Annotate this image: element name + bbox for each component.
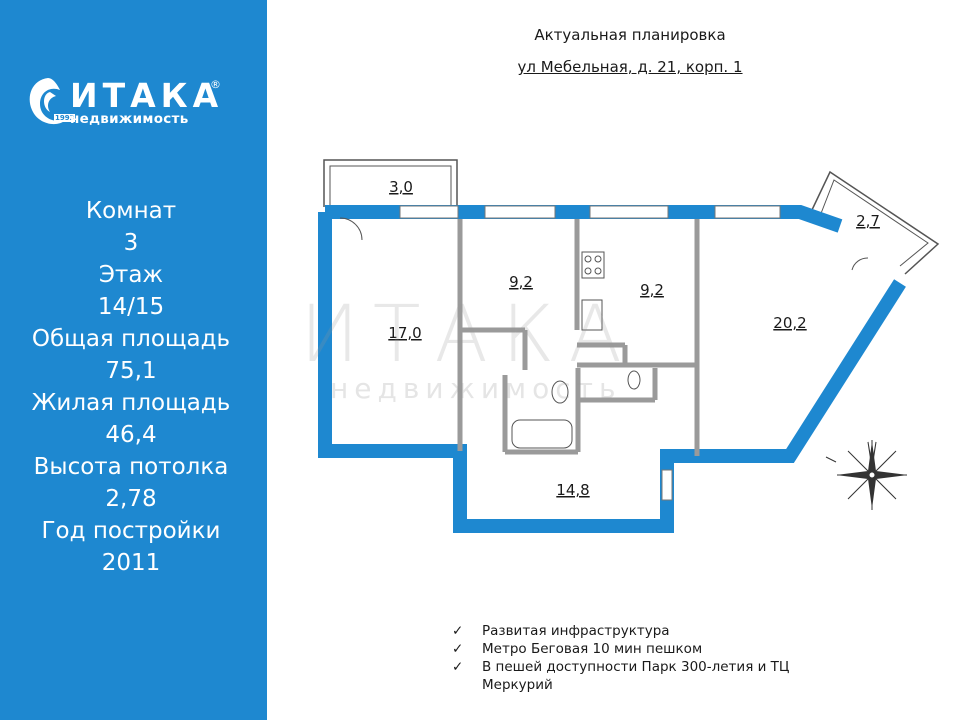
stat-living-area-label: Жилая площадь bbox=[31, 390, 231, 416]
stat-floor-label: Этаж bbox=[98, 262, 164, 288]
feature-text: Метро Беговая 10 мин пешком bbox=[482, 641, 703, 657]
feature-text: Развитая инфраструктура bbox=[482, 623, 670, 639]
logo-year: 1993 bbox=[54, 114, 76, 122]
balcony-right-outline bbox=[810, 170, 940, 275]
area-room-left: 17,0 bbox=[388, 324, 421, 342]
area-room-b: 9,2 bbox=[640, 281, 664, 299]
feature-text: В пешей доступности Парк 300-летия и ТЦ … bbox=[482, 659, 790, 693]
balcony-right-inner bbox=[819, 179, 929, 267]
area-hall: 14,8 bbox=[556, 481, 589, 499]
info-sidebar: ИТАКА ® 1993 недвижимость Комнат 3 Этаж … bbox=[0, 0, 267, 720]
stat-ceiling-label: Высота потолка bbox=[33, 454, 229, 480]
apartment-stats: Комнат 3 Этаж 14/15 Общая площадь 75,1 Ж… bbox=[0, 195, 262, 579]
compass-rose-icon bbox=[825, 440, 907, 510]
toilet-2-icon bbox=[627, 370, 641, 390]
stove-icon bbox=[581, 251, 605, 279]
list-item: ✓ Развитая инфраструктура bbox=[452, 622, 852, 640]
bathtub-icon bbox=[511, 419, 573, 449]
area-room-a: 9,2 bbox=[509, 273, 533, 291]
stat-rooms-label: Комнат bbox=[85, 198, 177, 224]
area-room-right: 20,2 bbox=[773, 314, 806, 332]
feature-list: ✓ Развитая инфраструктура ✓ Метро Беговая … bbox=[452, 622, 852, 694]
door-swing-icon bbox=[339, 217, 363, 241]
fixtures bbox=[339, 217, 869, 449]
stat-total-area-label: Общая площадь bbox=[31, 326, 231, 352]
wave-logo-icon bbox=[29, 78, 66, 125]
outer-walls bbox=[318, 205, 906, 533]
plan-title: Актуальная планировка bbox=[534, 26, 726, 44]
plan-address-text: ул Мебельная, д. 21, корп. 1 bbox=[517, 58, 743, 76]
balcony-left-inner bbox=[329, 165, 452, 207]
list-item: ✓ Метро Беговая 10 мин пешком bbox=[452, 640, 852, 658]
stat-ceiling-value: 2,78 bbox=[105, 486, 157, 512]
logo-subtitle: недвижимость bbox=[70, 111, 189, 127]
area-balcony-right: 2,7 bbox=[856, 212, 880, 230]
window-openings bbox=[399, 205, 781, 501]
list-item: ✓ В пешей доступности Парк 300-летия и ТЦ… bbox=[452, 658, 852, 694]
stat-year-label: Год постройки bbox=[41, 518, 221, 544]
logo-name: ИТАКА bbox=[70, 76, 224, 115]
stat-year-value: 2011 bbox=[101, 550, 161, 576]
balcony-left-outline bbox=[323, 159, 458, 207]
checkmark-icon: ✓ bbox=[452, 659, 464, 675]
area-balcony-left: 3,0 bbox=[389, 178, 413, 196]
toilet-icon bbox=[551, 380, 569, 404]
interior-walls bbox=[457, 219, 700, 456]
plan-address: ул Мебельная, д. 21, корп. 1 bbox=[500, 58, 760, 76]
balconies bbox=[323, 159, 940, 275]
balcony-door-icon bbox=[851, 257, 869, 271]
logo-registered-mark: ® bbox=[210, 78, 221, 91]
stat-floor-value: 14/15 bbox=[97, 294, 165, 320]
stat-living-area-value: 46,4 bbox=[105, 422, 157, 448]
checkmark-icon: ✓ bbox=[452, 623, 464, 639]
kitchen-sink-icon bbox=[581, 299, 603, 331]
company-logo: ИТАКА ® 1993 недвижимость bbox=[26, 74, 241, 134]
checkmark-icon: ✓ bbox=[452, 641, 464, 657]
stat-rooms-value: 3 bbox=[123, 230, 139, 256]
stat-total-area-value: 75,1 bbox=[105, 358, 157, 384]
